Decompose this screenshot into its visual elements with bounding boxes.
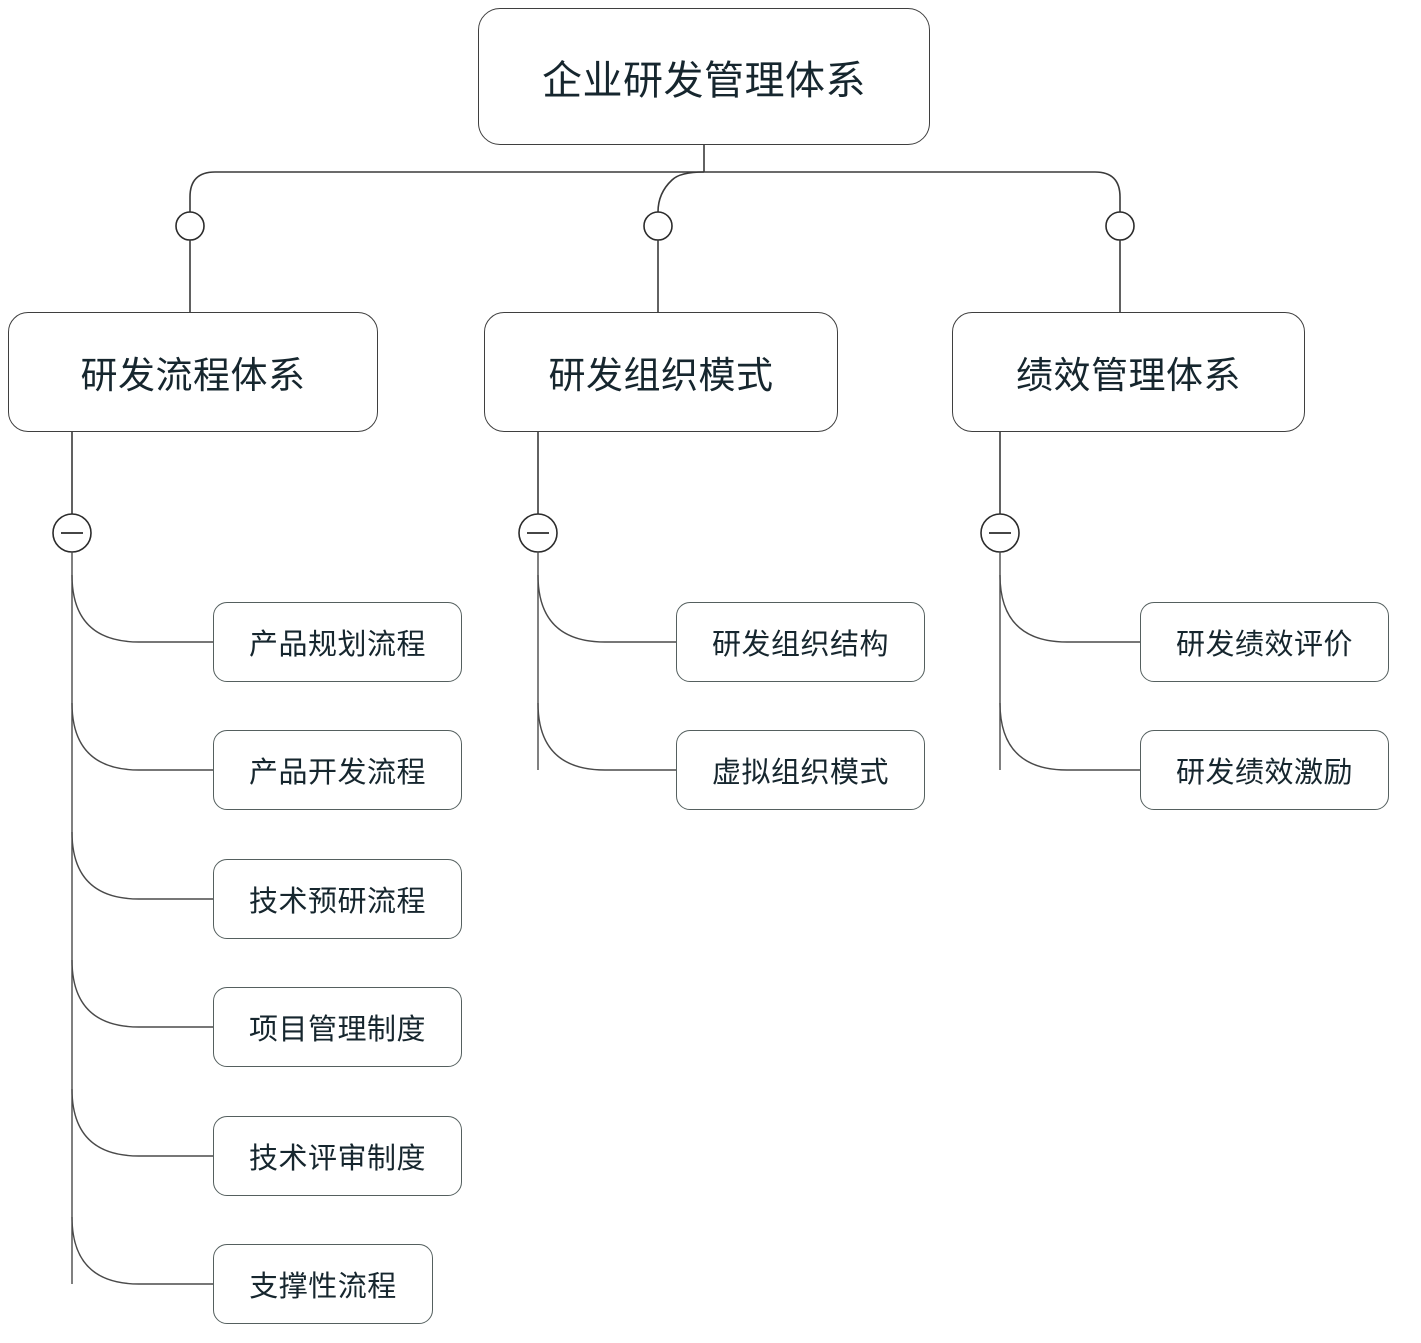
branch-node-2[interactable]: 研发组织模式 — [484, 312, 838, 432]
edge-branch3-leaf1 — [999, 574, 1140, 643]
edge-branch2-leaf2 — [537, 702, 676, 771]
leaf-node-3-2-label: 研发绩效激励 — [1175, 757, 1353, 789]
branch-1-collapse-toggle[interactable] — [53, 514, 91, 552]
leaf-node-1-3[interactable]: 技术预研流程 — [213, 859, 462, 939]
leaf-node-1-4[interactable]: 项目管理制度 — [213, 987, 462, 1067]
leaf-node-2-1[interactable]: 研发组织结构 — [676, 602, 925, 682]
leaf-node-1-6-label: 支撑性流程 — [249, 1271, 397, 1303]
edge-branch2-leaf1 — [537, 574, 676, 643]
root-toggle-1[interactable] — [173, 209, 207, 243]
edge-bus-center — [657, 171, 705, 213]
root-toggle-3[interactable] — [1103, 209, 1137, 243]
leaf-node-1-2-label: 产品开发流程 — [248, 757, 426, 789]
leaf-node-1-1-label: 产品规划流程 — [248, 629, 426, 661]
edge-branch1-leaf3 — [71, 831, 213, 900]
leaf-node-2-2[interactable]: 虚拟组织模式 — [676, 730, 925, 810]
branch-node-1-label: 研发流程体系 — [80, 355, 306, 396]
leaf-node-1-4-label: 项目管理制度 — [248, 1014, 426, 1046]
leaf-node-2-2-label: 虚拟组织模式 — [711, 757, 889, 789]
leaf-node-3-1[interactable]: 研发绩效评价 — [1140, 602, 1389, 682]
branch-2-collapse-toggle[interactable] — [519, 514, 557, 552]
edge-branch1-leaf2 — [71, 702, 213, 771]
edge-branch1-leaf6 — [71, 1216, 213, 1285]
branch-node-1[interactable]: 研发流程体系 — [8, 312, 378, 432]
root-node[interactable]: 企业研发管理体系 — [478, 8, 930, 145]
branch-node-2-label: 研发组织模式 — [548, 355, 774, 396]
leaf-node-1-2[interactable]: 产品开发流程 — [213, 730, 462, 810]
edge-branch1-leaf5 — [71, 1088, 213, 1157]
branch-node-3-label: 绩效管理体系 — [1016, 355, 1241, 396]
leaf-node-1-3-label: 技术预研流程 — [248, 886, 426, 918]
branch-3-collapse-toggle[interactable] — [981, 514, 1019, 552]
leaf-node-3-1-label: 研发绩效评价 — [1175, 629, 1353, 661]
leaf-node-2-1-label: 研发组织结构 — [711, 629, 889, 661]
edge-branch1-leaf1 — [71, 574, 213, 643]
root-toggle-2[interactable] — [641, 209, 675, 243]
edge-bus-right — [704, 171, 1121, 212]
leaf-node-1-5-label: 技术评审制度 — [248, 1143, 426, 1175]
edge-branch1-leaf4 — [71, 959, 213, 1028]
leaf-node-1-6[interactable]: 支撑性流程 — [213, 1244, 433, 1324]
leaf-node-1-5[interactable]: 技术评审制度 — [213, 1116, 462, 1196]
leaf-node-3-2[interactable]: 研发绩效激励 — [1140, 730, 1389, 810]
branch-node-3[interactable]: 绩效管理体系 — [952, 312, 1305, 432]
leaf-node-1-1[interactable]: 产品规划流程 — [213, 602, 462, 682]
edge-bus-left — [189, 171, 704, 212]
edge-branch3-leaf2 — [999, 702, 1140, 771]
root-node-label: 企业研发管理体系 — [542, 58, 866, 103]
